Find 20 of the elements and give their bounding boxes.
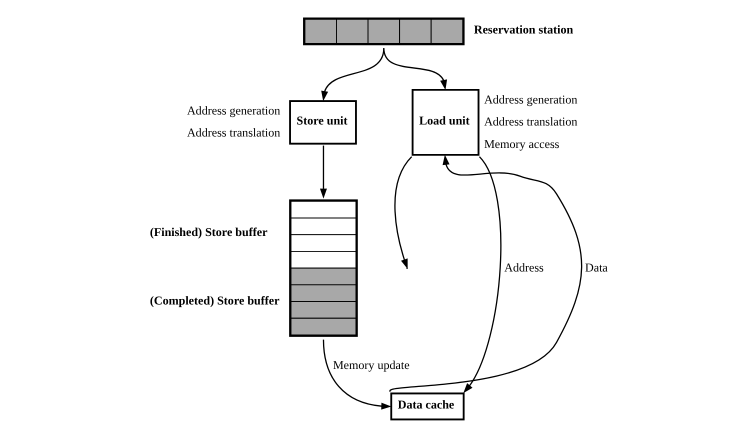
node-label: Address generation — [484, 92, 577, 106]
node-label: Memory access — [484, 136, 559, 151]
node-label: (Finished) Store buffer — [149, 225, 267, 240]
node-box: Load unit — [411, 88, 479, 156]
edge-label: Memory update — [332, 358, 410, 372]
arrow — [319, 146, 326, 199]
edge-label: Data — [584, 260, 608, 274]
node-label: Reservation station — [473, 22, 573, 37]
node-label: (Completed) Store buffer — [149, 294, 279, 308]
arrow — [462, 156, 501, 394]
node-box: Store unit — [288, 100, 356, 145]
edge-label: Address — [504, 260, 544, 274]
node-label: Address translation — [484, 114, 577, 129]
arrow — [322, 340, 391, 410]
arrow — [320, 48, 384, 102]
node-label: Address translation — [186, 126, 280, 140]
node-label: Address generation — [186, 103, 280, 118]
arrow — [382, 48, 447, 90]
node-box: Data cache — [390, 392, 464, 420]
arrow — [389, 154, 582, 392]
